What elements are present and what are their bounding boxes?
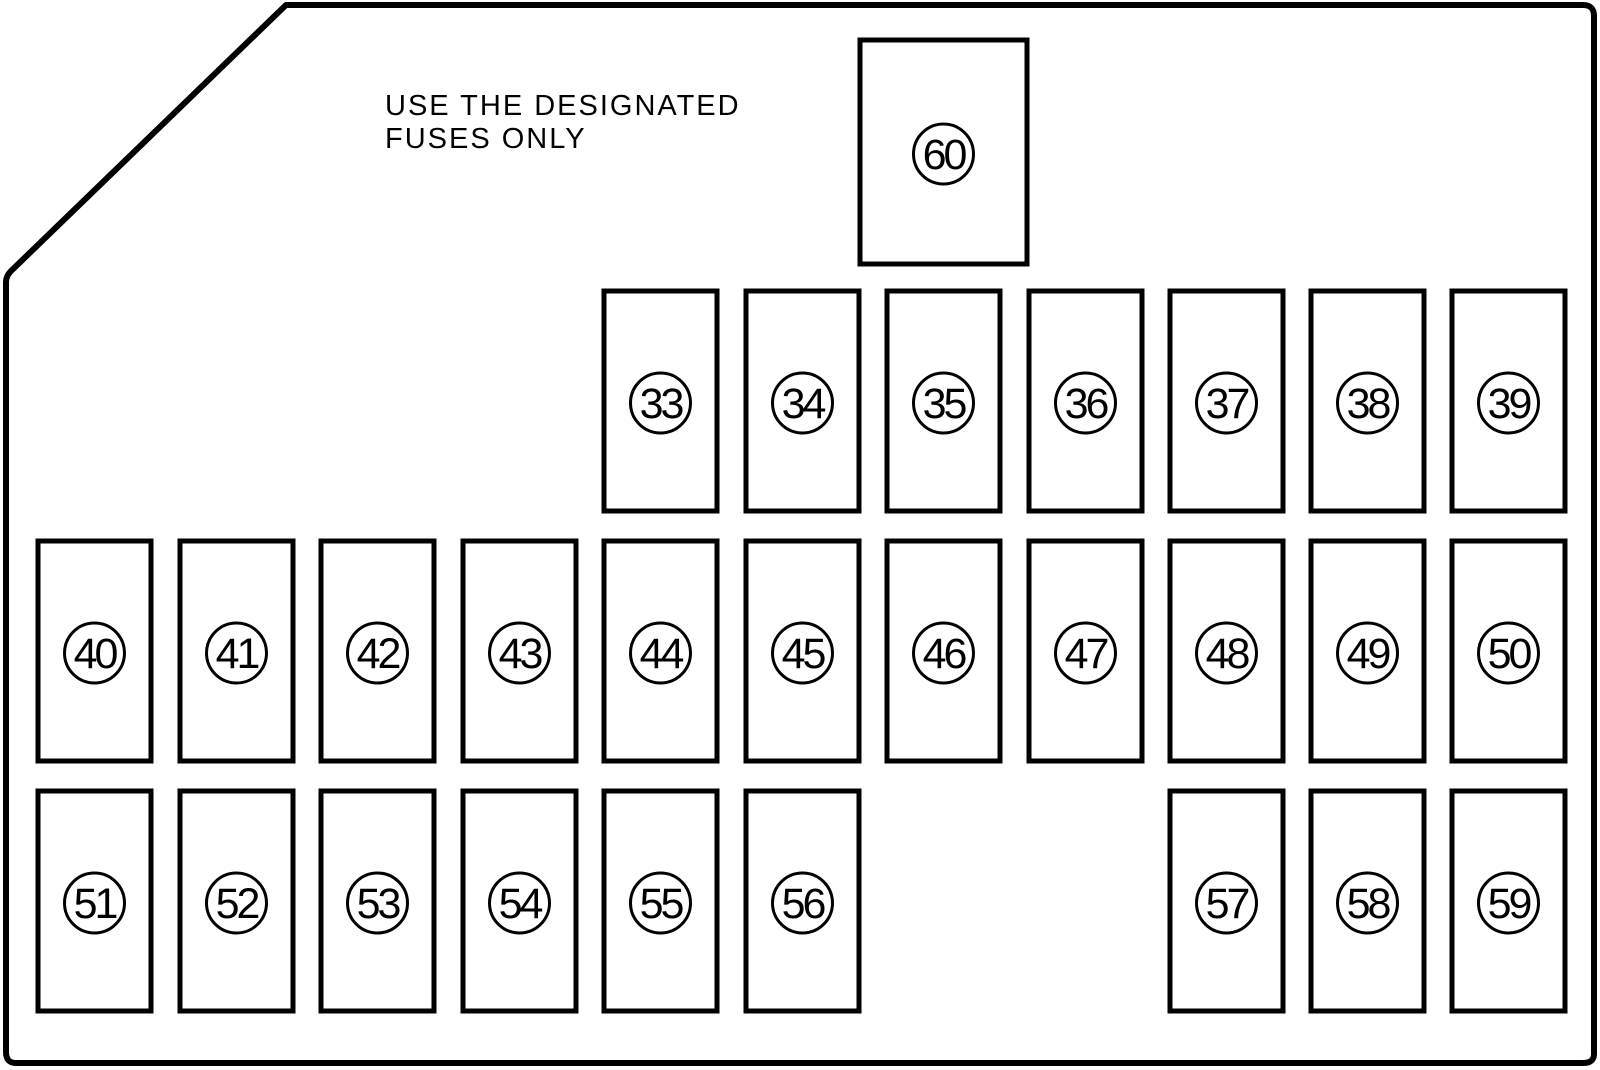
fuse-number-circle [488,871,551,935]
fuse-51: 51 [35,788,154,1014]
fuse-number-circle [1477,621,1540,685]
fuse-number-label: 52 [216,880,259,928]
fuse-49: 49 [1308,538,1427,764]
fuse-number-circle [1477,371,1540,435]
fuse-number-label: 37 [1206,380,1249,428]
fuse-number-label: 41 [216,630,259,678]
fuse-41: 41 [177,538,296,764]
fuse-number-circle [629,371,692,435]
fuse-number-label: 51 [74,880,117,928]
fuse-number-circle [1336,621,1399,685]
fuse-number-label: 49 [1347,630,1390,678]
fuse-39: 39 [1449,288,1568,514]
fuse-number-label: 53 [357,880,401,928]
notice-line-2: FUSES ONLY [385,123,587,155]
fuse-47: 47 [1026,538,1145,764]
fuse-number-label: 47 [1065,630,1108,678]
fuse-57: 57 [1167,788,1286,1014]
fuse-number-circle [629,621,692,685]
fuse-44: 44 [601,538,720,764]
fuse-34: 34 [743,288,862,514]
fuse-number-label: 55 [640,880,684,928]
fuse-number-label: 46 [923,630,967,678]
fuse-53: 53 [318,788,437,1014]
fuse-number-circle [1336,871,1399,935]
fuse-number-label: 54 [499,880,543,928]
fuse-layer: 60 33 34 35 36 37 38 39 40 41 42 43 44 45 46 47 48 49 50 51… [35,37,1568,1014]
fuse-54: 54 [460,788,579,1014]
fuse-number-circle [1336,371,1399,435]
fuse-52: 52 [177,788,296,1014]
fuse-58: 58 [1308,788,1427,1014]
fuse-number-label: 40 [74,630,118,678]
fuse-number-label: 50 [1488,630,1532,678]
fuse-number-circle [771,371,834,435]
notice-line-1: USE THE DESIGNATED [385,90,741,122]
fuse-number-circle [346,871,409,935]
fuse-number-circle [1054,371,1117,435]
fuse-number-label: 35 [923,380,967,428]
fuse-number-circle [912,621,975,685]
fuse-number-circle [771,621,834,685]
fuse-slot [318,788,437,1014]
fuse-36: 36 [1026,288,1145,514]
fuse-40: 40 [35,538,154,764]
fuse-number-label: 60 [923,131,967,179]
fuse-48: 48 [1167,538,1286,764]
fuse-number-label: 33 [640,380,684,428]
fuse-43: 43 [460,538,579,764]
fuse-number-circle [205,871,268,935]
fuse-number-circle [1054,621,1117,685]
fuse-number-circle [63,871,126,935]
fuse-number-circle [771,871,834,935]
fuse-33: 33 [601,288,720,514]
fuse-number-circle [63,621,126,685]
fuse-number-label: 45 [782,630,826,678]
fuse-number-circle [629,871,692,935]
fuse-number-circle [346,621,409,685]
fuse-45: 45 [743,538,862,764]
fuse-number-label: 34 [782,380,826,428]
fuse-number-label: 59 [1488,880,1531,928]
fuse-number-label: 43 [499,630,543,678]
fuse-number-circle [488,621,551,685]
fuse-slot [1167,288,1286,514]
fuse-number-circle [205,621,268,685]
fuse-59: 59 [1449,788,1568,1014]
fuse-60: 60 [857,37,1030,267]
warning-notice: USE THE DESIGNATED FUSES ONLY [385,90,741,156]
fuse-number-circle [1195,871,1258,935]
fuse-slot [460,538,579,764]
fuse-42: 42 [318,538,437,764]
fuse-37: 37 [1167,288,1286,514]
fuse-number-label: 36 [1065,380,1109,428]
fuse-number-label: 38 [1347,380,1391,428]
fuse-number-label: 39 [1488,380,1531,428]
fuse-number-circle [912,371,975,435]
fuse-number-circle [912,122,975,186]
fuse-slot [1026,538,1145,764]
fuse-number-label: 57 [1206,880,1249,928]
fuse-number-label: 44 [640,630,684,678]
fuse-number-circle [1195,621,1258,685]
fuse-number-label: 58 [1347,880,1391,928]
fuse-number-circle [1477,871,1540,935]
fuse-number-label: 48 [1206,630,1250,678]
fuse-38: 38 [1308,288,1427,514]
fuse-55: 55 [601,788,720,1014]
fuse-number-circle [1195,371,1258,435]
fuse-number-label: 42 [357,630,400,678]
fuse-35: 35 [884,288,1003,514]
fuse-50: 50 [1449,538,1568,764]
fuse-56: 56 [743,788,862,1014]
fuse-number-label: 56 [782,880,826,928]
fuse-46: 46 [884,538,1003,764]
